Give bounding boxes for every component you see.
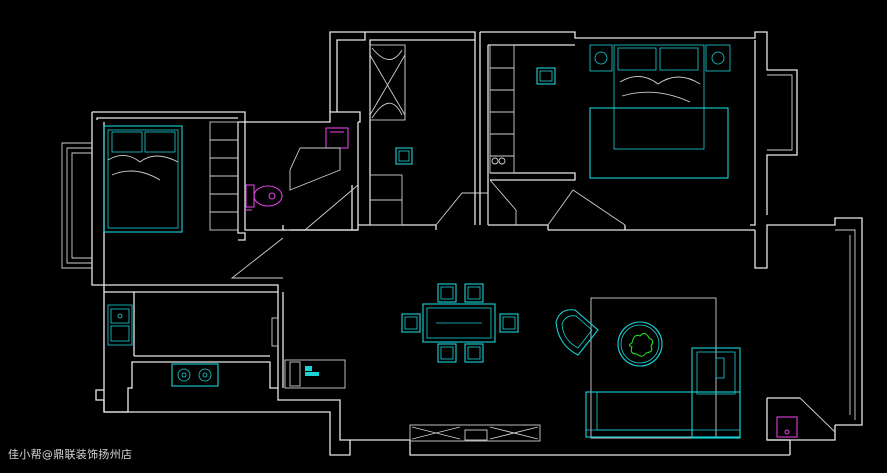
bed-icon (103, 125, 183, 233)
sofa-icon (585, 347, 741, 439)
wardrobe-icon (369, 44, 406, 121)
wardrobe-icon (489, 44, 515, 174)
walls (61, 31, 863, 456)
tv-cabinet-icon (409, 424, 541, 442)
wardrobe-icon (209, 121, 239, 231)
armchair-icon (555, 309, 599, 356)
study-cabinet-icon (369, 174, 403, 226)
desk-chair-icon (536, 67, 556, 85)
watermark-text: 佳小帮@鼎联装饰扬州店 (8, 448, 133, 461)
dining-chairs (401, 283, 519, 363)
doors (230, 179, 626, 279)
kitchen-door (271, 317, 279, 347)
kitchen-sink-icon (107, 304, 133, 346)
dining-table-icon (422, 303, 496, 343)
toilet-icon (245, 184, 283, 211)
shower-area (289, 147, 341, 191)
gas-stove-icon (171, 363, 219, 387)
coffee-table-icon (617, 321, 663, 367)
wash-basin-icon (776, 416, 798, 438)
fridge-icon (284, 359, 346, 389)
plant-icon (628, 332, 654, 357)
bed-icon (589, 44, 731, 179)
wash-basin-icon (325, 127, 349, 149)
study-chair-icon (395, 147, 413, 165)
